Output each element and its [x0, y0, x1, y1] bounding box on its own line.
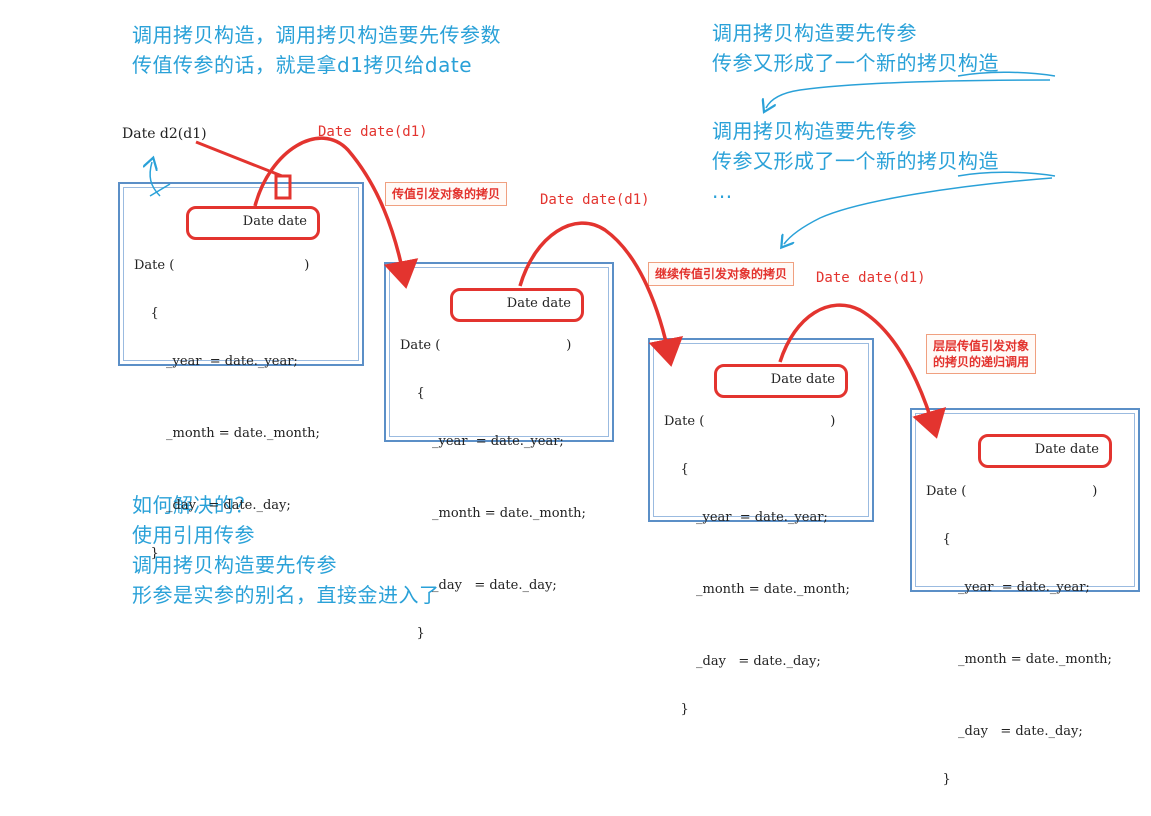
blue-underline: [957, 171, 1056, 177]
red-arrow-straight: [195, 140, 283, 178]
blue-underline: [957, 71, 1056, 77]
red-curve-arrow-1: [253, 136, 419, 289]
code-line: _day = date._day;: [696, 654, 821, 669]
brace-close: }: [680, 702, 689, 717]
signature: Date (): [926, 484, 1098, 499]
code-line: _year = date._year;: [166, 354, 298, 369]
red-curve-arrow-3: [778, 303, 946, 439]
param-oval: Date date: [714, 364, 848, 398]
note-line: 传参又形成了一个新的拷贝构造: [712, 149, 999, 173]
code-line: _month = date._month;: [432, 506, 586, 521]
code-line: _year = date._year;: [432, 434, 564, 449]
note-line: 如何解决的？: [132, 493, 255, 517]
note-line: 调用拷贝构造要先传参: [712, 21, 917, 45]
red-curve-arrow-2: [518, 221, 684, 367]
explain-box: 继续传值引发对象的拷贝: [648, 262, 795, 286]
code-line: _day = date._day;: [166, 498, 291, 513]
note-top-left: 调用拷贝构造，调用拷贝构造要先传参数 传值传参的话，就是拿d1拷贝给date: [132, 20, 501, 80]
blue-arrow-3-wing: [149, 183, 171, 197]
code-block: Date () { _year = date._year; _month = d…: [400, 286, 586, 670]
code-line: _year = date._year;: [696, 510, 828, 525]
brace-open: {: [942, 532, 951, 547]
code-line: _month = date._month;: [696, 582, 850, 597]
code-block: Date () { _year = date._year; _month = d…: [134, 206, 320, 590]
blue-arrow-1: [766, 79, 1051, 108]
code-line: _year = date._year;: [958, 580, 1090, 595]
code-frame: Date () { _year = date._year; _month = d…: [648, 338, 874, 717]
signature: Date (): [134, 258, 310, 273]
brace-open: {: [150, 306, 159, 321]
signature: Date (): [664, 414, 836, 429]
param-text: Date date: [770, 372, 835, 387]
note-top-right-2: 调用拷贝构造要先传参 传参又形成了一个新的拷贝构造 ...: [712, 116, 999, 206]
note-line: 形参是实参的别名，直接金进入了: [132, 583, 440, 607]
param-text: Date date: [506, 296, 571, 311]
note-bottom-left: 如何解决的？ 使用引用传参 调用拷贝构造要先传参 形参是实参的别名，直接金进入了: [132, 490, 440, 610]
param-text: Date date: [242, 214, 307, 229]
call-label: Date date(d1): [540, 192, 650, 208]
signature: Date (): [400, 338, 572, 353]
red-arrow-straight-tip: [274, 174, 292, 200]
note-line: ...: [712, 179, 733, 203]
code-line: _day = date._day;: [432, 578, 557, 593]
param-oval: Date date: [978, 434, 1112, 468]
brace-close: }: [942, 772, 951, 787]
note-line: 使用引用传参: [132, 523, 255, 547]
call-label: Date date(d1): [816, 270, 926, 286]
note-line: 调用拷贝构造，调用拷贝构造要先传参数: [132, 23, 501, 47]
param-text: Date date: [1034, 442, 1099, 457]
explain-box: 传值引发对象的拷贝: [385, 182, 508, 206]
brace-close: }: [150, 546, 159, 561]
code-frame: Date () { _year = date._year; _month = d…: [118, 182, 364, 561]
code-line: _day = date._day;: [958, 724, 1083, 739]
call-label: Date date(d1): [318, 124, 428, 140]
brace-open: {: [416, 386, 425, 401]
brace-open: {: [680, 462, 689, 477]
blue-arrow-2: [784, 177, 1053, 244]
arrow-overlay: [0, 71, 1056, 439]
note-top-right-1: 调用拷贝构造要先传参 传参又形成了一个新的拷贝构造: [712, 18, 999, 78]
note-line: 调用拷贝构造要先传参: [132, 553, 337, 577]
param-oval: Date date: [186, 206, 320, 240]
note-line: 传参又形成了一个新的拷贝构造: [712, 51, 999, 75]
note-line: 调用拷贝构造要先传参: [712, 119, 917, 143]
code-line: _month = date._month;: [166, 426, 320, 441]
caller-statement: Date d2(d1): [122, 126, 207, 142]
code-frame: Date () { _year = date._year; _month = d…: [384, 262, 614, 641]
explain-box: 层层传值引发对象 的拷贝的递归调用: [926, 334, 1037, 374]
param-oval: Date date: [450, 288, 584, 322]
note-line: 传值传参的话，就是拿d1拷贝给date: [132, 53, 473, 77]
code-line: _month = date._month;: [958, 652, 1112, 667]
blue-arrow-3: [150, 162, 161, 197]
